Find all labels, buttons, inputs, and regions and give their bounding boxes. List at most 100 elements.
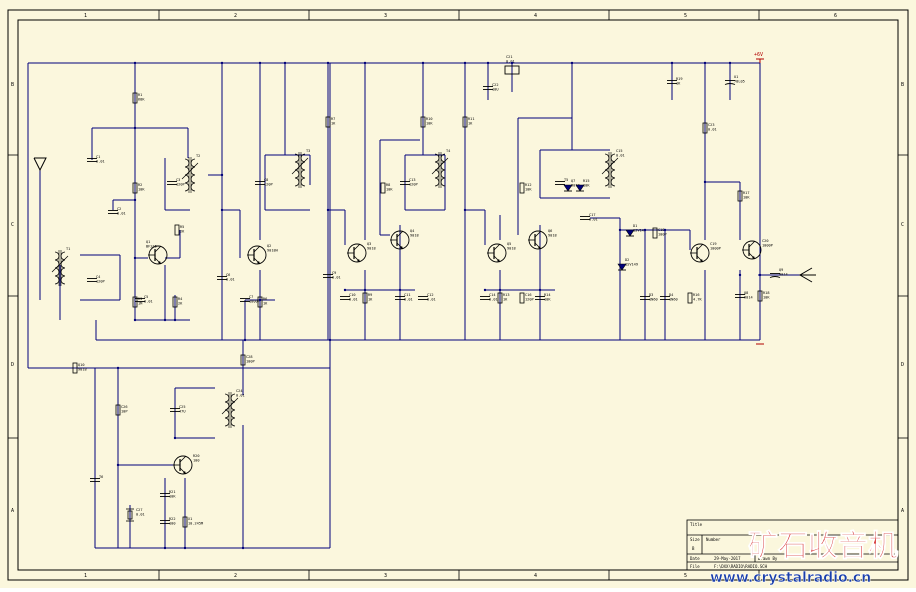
watermark-chinese: 矿石收音机 [748, 529, 898, 564]
component-value: 2K [180, 230, 185, 234]
component-ref: R15 [583, 179, 590, 183]
component-ref: C20 [762, 239, 769, 243]
component-ref: R17 [743, 191, 750, 195]
component-ref: C7 [249, 295, 253, 299]
column-label: 3 [384, 13, 387, 19]
component-value: 47U [179, 410, 186, 414]
component-value: 100 [169, 522, 176, 526]
component-ref: C11 [404, 293, 411, 297]
component-value: 2K [178, 302, 183, 306]
junction-dot [173, 318, 177, 322]
component-ref: D1 [633, 224, 637, 228]
column-label: 6 [834, 573, 837, 579]
component-value: 1000P [710, 247, 721, 251]
component-ref: R2 [138, 183, 142, 187]
number-label: Number [706, 537, 721, 542]
component-value: 1K [503, 298, 508, 302]
component-ref: Q6 [548, 229, 552, 233]
junction-dot [328, 338, 332, 342]
component-value: 10K [169, 495, 176, 499]
row-label: C [11, 222, 14, 228]
component-value: 0.01 [506, 60, 515, 64]
row-label: A [901, 508, 904, 514]
component-value: 10.245M [188, 522, 204, 526]
component-value: 1000P [762, 244, 773, 248]
component-value: 10K [544, 298, 551, 302]
component-value: 9018 [507, 247, 516, 251]
component-value: 10K [743, 196, 750, 200]
component-value: 10K [525, 188, 532, 192]
column-label: 4 [534, 573, 537, 579]
component-ref: R12 [525, 183, 532, 187]
output-jack-icon [799, 267, 816, 283]
component-ref: C18 [658, 228, 665, 232]
junction-dot [116, 463, 120, 467]
component-value: 9018 [410, 234, 419, 238]
component-ref: R4 [178, 297, 182, 301]
component-ref: R6 [263, 297, 267, 301]
component-ref: R18 [763, 291, 770, 295]
junction-dot [421, 61, 425, 65]
junction-dot [643, 228, 647, 232]
component-ref: T1 [66, 247, 70, 251]
component-value: 0.01 [427, 298, 436, 302]
component-ref: C19 [710, 242, 717, 246]
junction-dot [498, 288, 502, 292]
date-label: Date [690, 556, 700, 561]
component-value: 68K [138, 98, 145, 102]
component-value: 1000P [249, 300, 260, 304]
component-ref: T6 [99, 475, 103, 479]
components-layer: R168KC10.01R210KC20.01C3120PC4120PQ1BF24… [51, 55, 788, 550]
component-ref: C16 [525, 293, 532, 297]
junction-dot [258, 298, 262, 302]
component-c6: C60.01 [217, 273, 235, 282]
component-ref: C24 [236, 389, 243, 393]
column-label: 5 [684, 13, 687, 19]
component-value: 0.01 [144, 300, 153, 304]
component-ref: C2 [117, 207, 121, 211]
title-label: Title [690, 522, 703, 527]
column-label: 2 [234, 573, 237, 579]
component-ref: C13 [409, 178, 416, 182]
component-value: 10P [121, 410, 128, 414]
junction-dot [728, 61, 732, 65]
junction-dot [703, 180, 707, 184]
component-value: 0.01 [349, 298, 358, 302]
junction-dot [163, 546, 167, 550]
component-value: 0.01 [136, 513, 145, 517]
component-t4: T4 [431, 149, 450, 188]
component-ref: C12 [427, 293, 434, 297]
component-ref: C3 [176, 178, 180, 182]
component-ref: R13 [503, 293, 510, 297]
component-value: 1K [468, 122, 473, 126]
column-label: 1 [84, 573, 87, 579]
component-ref: T4 [446, 149, 450, 153]
file-value: F:\DXX\RADIO\RADIO.SCH [714, 564, 768, 569]
column-label: 5 [684, 573, 687, 579]
component-ref: R3 [138, 297, 142, 301]
